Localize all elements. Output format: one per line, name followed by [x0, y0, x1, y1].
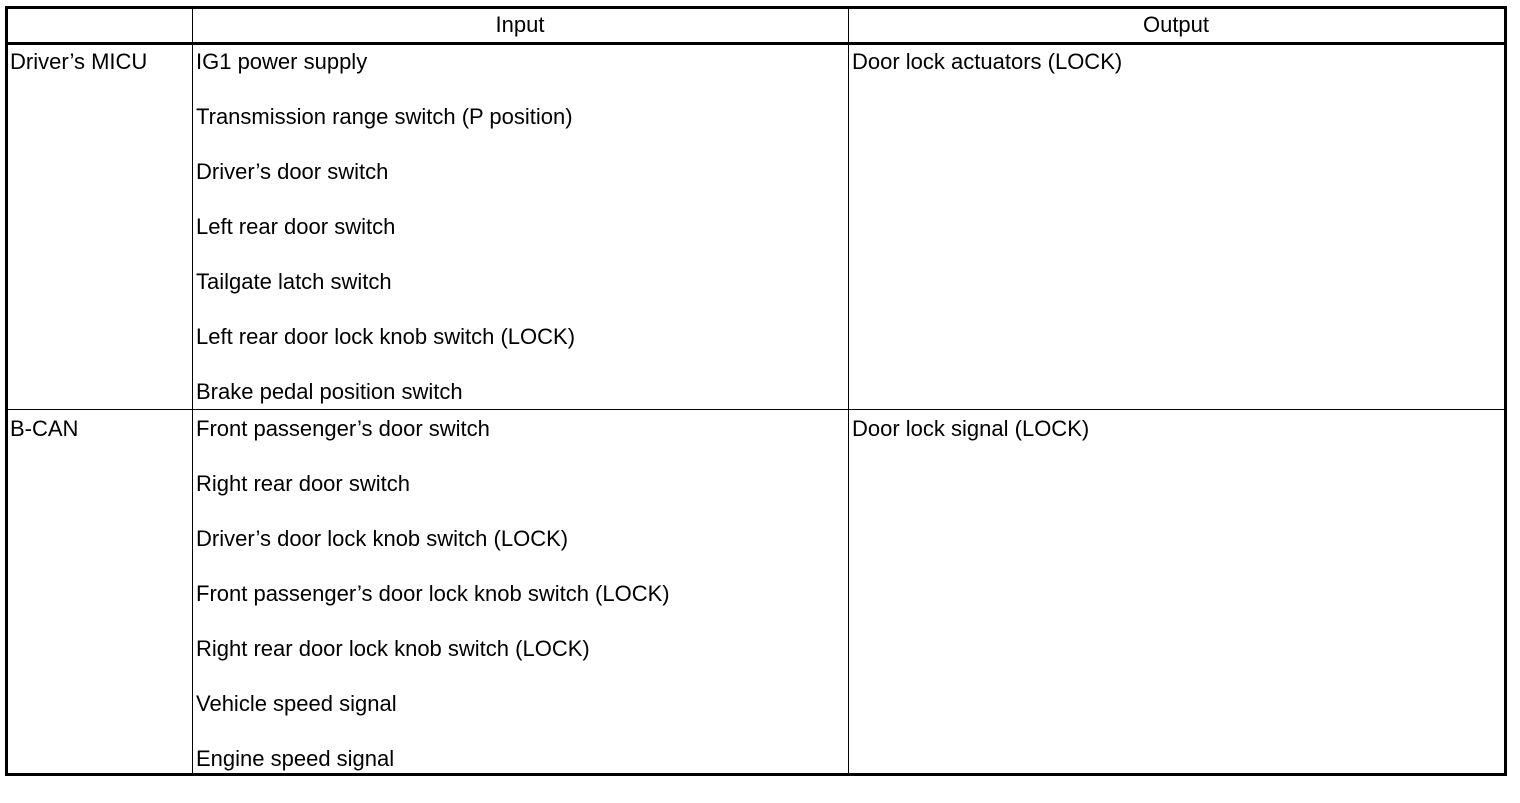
input-item: IG1 power supply [196, 49, 368, 74]
table-header-row: Input Output [8, 9, 1504, 45]
input-item: Right rear door switch [196, 471, 410, 496]
column-divider-source [192, 9, 193, 773]
input-item: Brake pedal position switch [196, 379, 463, 404]
input-item: Right rear door lock knob switch (LOCK) [196, 636, 590, 661]
input-output-table: Input Output Driver’s MICU IG1 power sup… [5, 6, 1507, 776]
input-list-b-can: Front passenger’s door switch Right rear… [196, 418, 670, 803]
row-output-drivers-micu: Door lock actuators (LOCK) [852, 49, 1123, 74]
input-item: Driver’s door switch [196, 159, 389, 184]
input-item: Engine speed signal [196, 746, 395, 771]
row-source-drivers-micu: Driver’s MICU [10, 49, 148, 74]
input-item: Front passenger’s door switch [196, 416, 490, 441]
input-list-drivers-micu: IG1 power supply Transmission range swit… [196, 51, 575, 436]
input-item: Front passenger’s door lock knob switch … [196, 581, 670, 606]
row-source-b-can: B-CAN [10, 416, 79, 441]
row-divider [8, 409, 1504, 410]
input-item: Tailgate latch switch [196, 269, 392, 294]
input-item: Vehicle speed signal [196, 691, 397, 716]
header-input: Input [495, 12, 545, 37]
header-output: Output [1142, 12, 1210, 37]
column-divider-output [848, 9, 849, 773]
input-item: Transmission range switch (P position) [196, 104, 573, 129]
input-item: Left rear door lock knob switch (LOCK) [196, 324, 576, 349]
input-item: Left rear door switch [196, 214, 396, 239]
input-item: Driver’s door lock knob switch (LOCK) [196, 526, 569, 551]
row-output-b-can: Door lock signal (LOCK) [852, 416, 1090, 441]
